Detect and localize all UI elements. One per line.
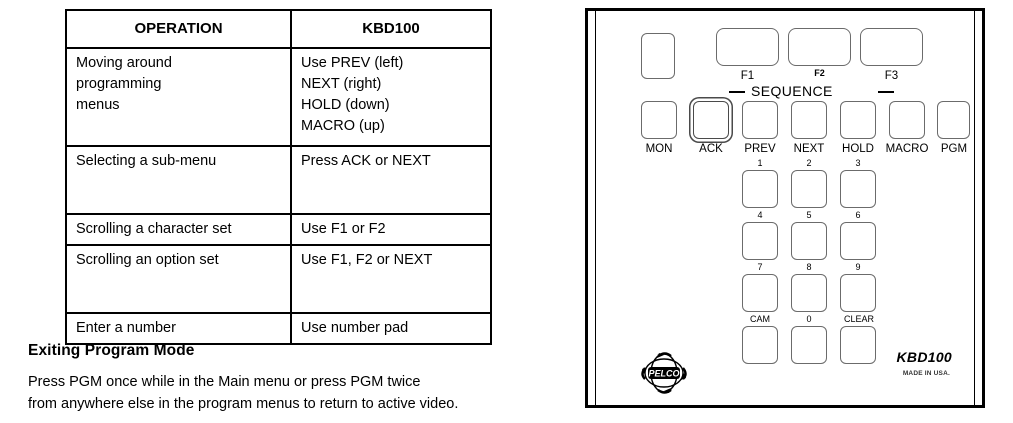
key-clear[interactable] [840,326,876,364]
numpad-label-1: 1 [757,158,763,168]
key-macro[interactable] [889,101,925,139]
key-4[interactable] [742,222,778,260]
sequence-dash-left [729,91,745,93]
numpad-label-7: 7 [757,262,763,272]
column-header-kbd100: KBD100 [290,9,492,49]
key-1[interactable] [742,170,778,208]
key-label-macro: MACRO [885,143,929,155]
cell-line: Enter a number [76,319,176,336]
cell-line: programming [76,75,162,92]
key-label-f3: F3 [884,70,899,82]
key-8[interactable] [791,274,827,312]
section-heading: Exiting Program Mode [28,342,195,359]
key-label-f2: F2 [814,68,825,78]
numpad-label-clear: CLEAR [843,314,874,324]
table-row: Scrolling a character set Use F1 or F2 [65,212,492,246]
key-cam[interactable] [742,326,778,364]
cell-line: Selecting a sub-menu [76,152,217,169]
cell-operation: Enter a number [65,311,292,345]
cell-line: MACRO (up) [301,117,385,134]
table-row: Scrolling an option set Use F1, F2 or NE… [65,243,492,314]
keypad-faceplate: F1 F2 F3 SEQUENCE MON ACK PREV NEXT HOLD… [595,11,975,405]
body-line: from anywhere else in the program menus … [28,396,459,413]
kbd100-keypad-diagram: F1 F2 F3 SEQUENCE MON ACK PREV NEXT HOLD… [585,8,985,408]
cell-line: Scrolling a character set [76,220,232,237]
key-label-ack: ACK [699,143,723,155]
pelco-logo: PELCO [636,347,692,399]
sequence-label: SEQUENCE [751,83,833,99]
cell-line: Use PREV (left) [301,54,404,71]
column-header-operation: OPERATION [65,9,292,49]
section-body: Press PGM once while in the Main menu or… [28,371,458,416]
key-label-next: NEXT [793,143,825,155]
key-hold[interactable] [840,101,876,139]
key-label-hold: HOLD [842,143,874,155]
key-2[interactable] [791,170,827,208]
operations-table: OPERATION KBD100 Moving around programmi… [65,9,492,345]
key-7[interactable] [742,274,778,312]
numpad-label-6: 6 [855,210,861,220]
key-label-pgm: PGM [940,143,968,155]
cell-line: Moving around [76,54,172,71]
key-label-mon: MON [645,143,673,155]
model-name-label: KBD100 [896,349,952,365]
numpad-label-5: 5 [806,210,812,220]
cell-operation: Moving around programming menus [65,46,292,147]
cell-kbd100: Use F1, F2 or NEXT [290,243,492,314]
svg-text:PELCO: PELCO [648,369,679,379]
key-f1[interactable] [716,28,779,66]
key-5[interactable] [791,222,827,260]
key-0[interactable] [791,326,827,364]
key-blank-joystick[interactable] [641,33,675,79]
cell-line: HOLD (down) [301,96,390,113]
key-f3[interactable] [860,28,923,66]
cell-operation: Scrolling an option set [65,243,292,314]
numpad-label-0: 0 [806,314,812,324]
numpad-label-2: 2 [806,158,812,168]
key-ack[interactable] [693,101,729,139]
numpad-label-cam: CAM [750,314,770,324]
table-header-row: OPERATION KBD100 [65,9,492,49]
made-in-label: MADE IN USA. [902,370,950,377]
cell-line: Use number pad [301,319,409,336]
cell-line: Use F1, F2 or NEXT [301,251,433,268]
cell-line: Use F1 or F2 [301,220,386,237]
sequence-dash-right [878,91,894,93]
key-label-prev: PREV [744,143,776,155]
cell-line: NEXT (right) [301,75,382,92]
cell-operation: Selecting a sub-menu [65,144,292,215]
cell-line: Press ACK or NEXT [301,152,431,169]
key-mon[interactable] [641,101,677,139]
key-3[interactable] [840,170,876,208]
cell-kbd100: Use PREV (left) NEXT (right) HOLD (down)… [290,46,492,147]
table-row: Moving around programming menus Use PREV… [65,46,492,147]
table-row: Enter a number Use number pad [65,311,492,345]
numpad-label-9: 9 [855,262,861,272]
cell-line: menus [76,96,120,113]
key-pgm[interactable] [937,101,970,139]
key-f2[interactable] [788,28,851,66]
body-line: Press PGM once while in the Main menu or… [28,374,421,390]
key-prev[interactable] [742,101,778,139]
reference-table-column: OPERATION KBD100 Moving around programmi… [28,9,492,416]
cell-kbd100: Use number pad [290,311,492,345]
cell-kbd100: Press ACK or NEXT [290,144,492,215]
key-label-f1: F1 [740,70,755,82]
key-9[interactable] [840,274,876,312]
cell-line: Scrolling an option set [76,251,219,268]
numpad-label-8: 8 [806,262,812,272]
key-6[interactable] [840,222,876,260]
numpad-label-4: 4 [757,210,763,220]
table-row: Selecting a sub-menu Press ACK or NEXT [65,144,492,215]
key-next[interactable] [791,101,827,139]
numpad-label-3: 3 [855,158,861,168]
cell-operation: Scrolling a character set [65,212,292,246]
cell-kbd100: Use F1 or F2 [290,212,492,246]
